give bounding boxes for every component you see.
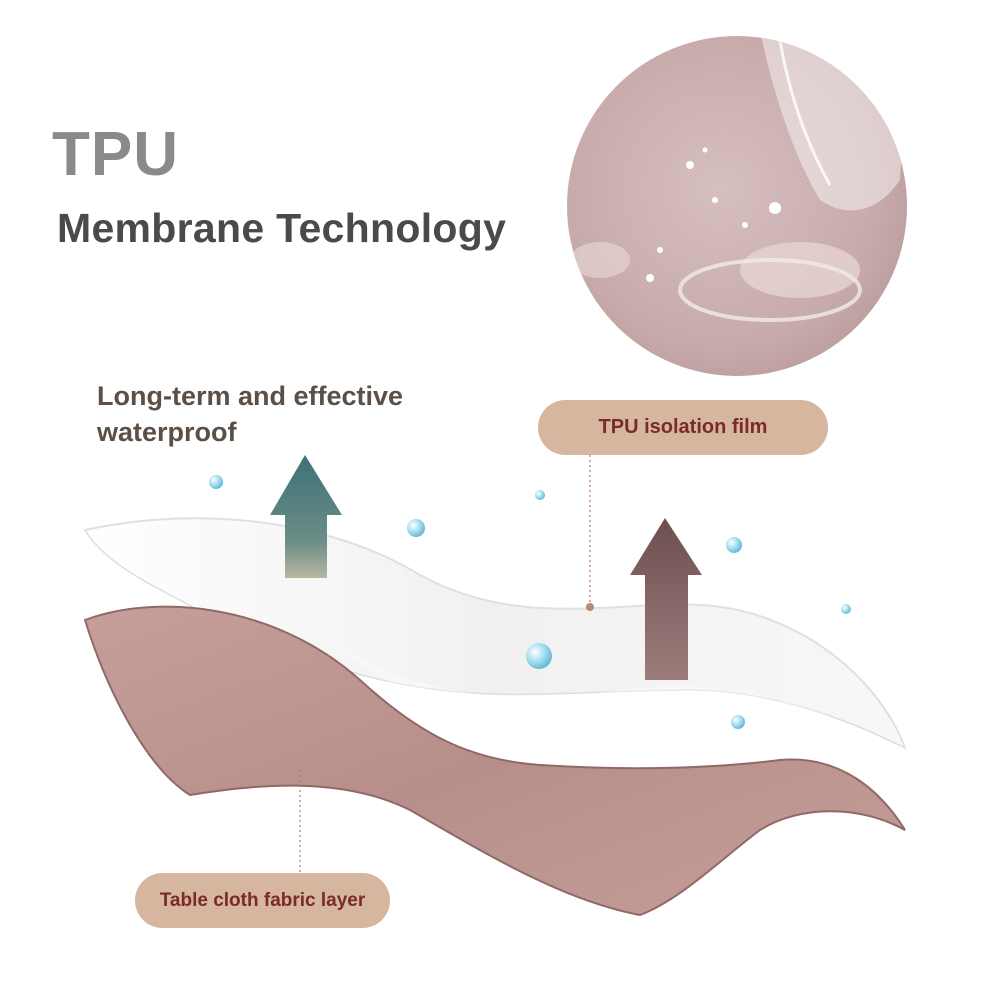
feature-line-2: waterproof	[97, 417, 237, 447]
fabric-layer-label: Table cloth fabric layer	[135, 873, 390, 928]
water-droplets	[209, 475, 851, 729]
feature-text: Long-term and effective waterproof	[97, 378, 477, 450]
feature-line-1: Long-term and effective	[97, 381, 404, 411]
page-title: TPU	[52, 120, 179, 189]
arrow-up-icon	[630, 518, 702, 680]
tpu-film-label: TPU isolation film	[538, 400, 828, 455]
closeup-fabric-circle	[567, 36, 907, 376]
page-subtitle: Membrane Technology	[57, 205, 507, 251]
arrow-up-icon	[270, 455, 342, 578]
